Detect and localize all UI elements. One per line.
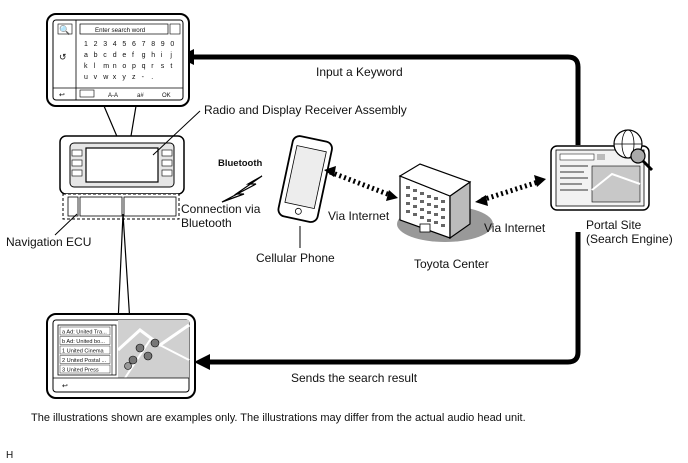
result-callout-lines: [117, 213, 131, 324]
keyboard-key: n: [113, 63, 117, 70]
portal-site-label-line2: (Search Engine): [586, 232, 673, 246]
keyboard-key: c: [103, 52, 107, 59]
keyboard-key: 8: [151, 41, 155, 48]
keyboard-key: e: [122, 52, 126, 59]
keyboard-key: u: [84, 74, 88, 81]
keyboard-key: g: [142, 52, 146, 59]
result-list: a Ad: United Tra... b Ad: United bo... 1 U…: [59, 326, 111, 374]
result-item-box: [59, 345, 111, 355]
receiver-label: Radio and Display Receiver Assembly: [204, 103, 407, 117]
result-item: a Ad: United Tra...: [62, 329, 107, 335]
input-keyword-label: Input a Keyword: [316, 65, 403, 79]
ecu-leader: [54, 213, 78, 236]
result-item-box: [59, 355, 111, 364]
svg-text:↺: ↺: [59, 52, 67, 62]
search-placeholder: Enter search word: [95, 27, 146, 34]
keyboard-key: d: [113, 52, 117, 59]
keyboard-key: 5: [122, 41, 126, 48]
footnote: The illustrations shown are examples onl…: [31, 412, 526, 424]
internet-link-phone-center: [324, 166, 398, 201]
result-item: b Ad: United bo...: [62, 339, 105, 345]
keyboard-key: h: [151, 52, 155, 59]
result-item-box: [59, 336, 111, 345]
receiver-leader: [152, 110, 201, 156]
keyboard-key: y: [122, 74, 126, 81]
result-item: 1 United Cinema: [62, 348, 105, 354]
keyboard-key: 1: [84, 41, 88, 48]
keyboard-key: r: [151, 63, 154, 70]
cellular-phone-label: Cellular Phone: [256, 251, 335, 265]
keyboard-key: j: [169, 52, 172, 59]
backspace-key-icon: [169, 23, 181, 35]
keyboard-key: l: [94, 63, 96, 70]
keyboard-key: 6: [132, 41, 136, 48]
keyboard-key: k: [84, 63, 88, 70]
internet-link-center-portal: [475, 175, 546, 206]
keyboard-key: i: [161, 52, 163, 59]
keyboard-key: f: [132, 52, 134, 59]
result-item: 3 United Press: [62, 367, 99, 373]
bluetooth-logo: Bluetooth: [218, 158, 263, 169]
keyboard-key: w: [102, 74, 109, 81]
cellular-phone-illustration: [277, 135, 333, 223]
result-item: 2 United Postal ...: [62, 358, 107, 364]
portal-site-illustration: [550, 129, 654, 211]
keyboard-key: 2: [94, 41, 98, 48]
keyboard-key: m: [103, 63, 109, 70]
keyboard-key: p: [132, 63, 136, 70]
svg-text:↩: ↩: [62, 383, 68, 390]
keyboard-key: 0: [170, 41, 174, 48]
keyword-flow-line: [192, 54, 581, 145]
key-symbols: a#: [137, 93, 144, 99]
result-screen-illustration: a Ad: United Tra... b Ad: United bo... 1 U…: [46, 313, 196, 399]
head-unit-illustration: [59, 135, 185, 220]
keyboard-key: t: [170, 63, 172, 70]
sends-result-label: Sends the search result: [291, 371, 418, 385]
keyboard-key: 3: [103, 41, 107, 48]
connection-label-line2: Bluetooth: [181, 216, 232, 230]
navigation-ecu-label: Navigation ECU: [6, 235, 91, 249]
keyboard-key: -: [142, 74, 145, 81]
corner-code: H: [6, 450, 13, 461]
keyboard-key: x: [113, 74, 117, 81]
key-case: A-A: [108, 93, 118, 99]
result-item-box: [59, 326, 111, 336]
keyboard-key: b: [94, 52, 98, 59]
via-internet-right-label: Via Internet: [484, 221, 546, 235]
search-field: [79, 23, 169, 35]
keyboard-key: 9: [161, 41, 165, 48]
keyboard-key: z: [132, 74, 136, 81]
toyota-center-label: Toyota Center: [414, 257, 489, 271]
key-ok: OK: [162, 93, 171, 99]
keyboard-key: 4: [113, 41, 117, 48]
toyota-center-illustration: [397, 163, 493, 242]
result-arrowhead: [194, 354, 210, 370]
portal-site-label-line1: Portal Site: [586, 218, 642, 232]
bluetooth-wireless-icon: [221, 175, 263, 203]
connection-label-line1: Connection via: [181, 202, 261, 216]
result-item-box: [59, 364, 111, 374]
svg-text:↩: ↩: [59, 92, 65, 99]
keyboard-key: .: [151, 74, 153, 81]
key-icon: [57, 23, 73, 35]
keyboard-key: v: [94, 74, 98, 81]
svg-text:🔍: 🔍: [59, 24, 70, 35]
keyboard-key: a: [84, 52, 88, 59]
via-internet-left-label: Via Internet: [328, 209, 390, 223]
result-flow-line: [208, 232, 581, 365]
keyboard-key: s: [161, 63, 165, 70]
keyboard-key: 7: [142, 41, 146, 48]
keyboard-key: q: [142, 63, 146, 70]
keyboard-key: o: [122, 63, 126, 70]
